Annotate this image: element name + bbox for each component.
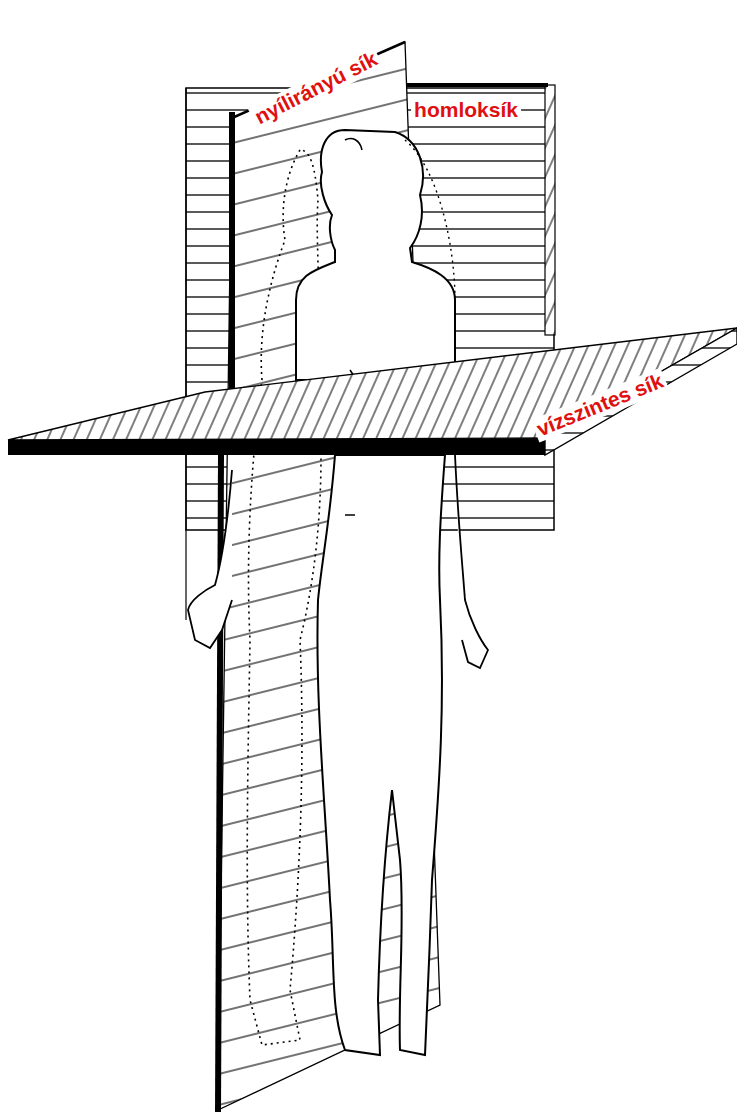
plane-label: homloksík — [411, 98, 521, 122]
horizontal-plane — [8, 328, 737, 455]
figure-upper — [296, 130, 455, 389]
figure-lower — [188, 455, 488, 1055]
